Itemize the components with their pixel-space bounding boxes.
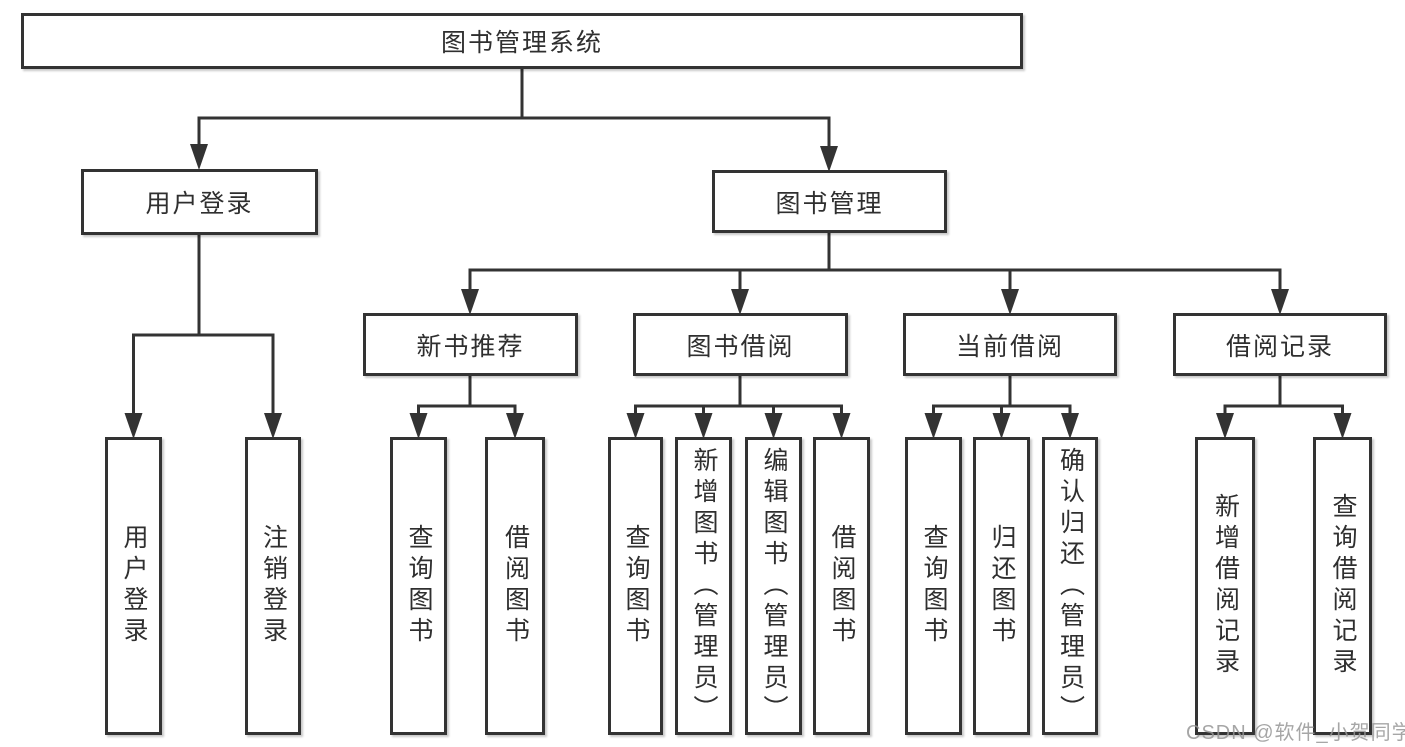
node-book-borrowing: 图书借阅 — [633, 313, 848, 376]
node-library-management-system: 图书管理系统 — [21, 13, 1023, 69]
leaf-confirm-return-admin: 确认归还（管理员） — [1042, 437, 1098, 735]
node-borrowing-records: 借阅记录 — [1173, 313, 1387, 376]
node-user-login: 用户登录 — [81, 169, 318, 235]
leaf-user-login: 用户登录 — [105, 437, 162, 735]
leaf-add-books-admin: 新增图书（管理员） — [675, 437, 732, 735]
leaf-borrow-books-recommend: 借阅图书 — [485, 437, 545, 735]
leaf-query-books-borrow: 查询图书 — [608, 437, 663, 735]
leaf-return-books: 归还图书 — [973, 437, 1030, 735]
leaf-query-books-recommend: 查询图书 — [390, 437, 447, 735]
csdn-watermark: CSDN @软件_小贺同学 — [1186, 722, 1405, 744]
node-book-management: 图书管理 — [712, 170, 947, 233]
arrowheads — [124, 144, 1352, 439]
leaf-edit-books-admin: 编辑图书（管理员） — [745, 437, 802, 735]
leaf-query-borrow-record: 查询借阅记录 — [1313, 437, 1372, 735]
leaf-query-books-current: 查询图书 — [905, 437, 962, 735]
node-current-borrowing: 当前借阅 — [903, 313, 1117, 376]
leaf-logout: 注销登录 — [245, 437, 301, 735]
node-new-book-recommendation: 新书推荐 — [363, 313, 578, 376]
leaf-borrow-books: 借阅图书 — [813, 437, 870, 735]
leaf-add-borrow-record: 新增借阅记录 — [1195, 437, 1255, 735]
